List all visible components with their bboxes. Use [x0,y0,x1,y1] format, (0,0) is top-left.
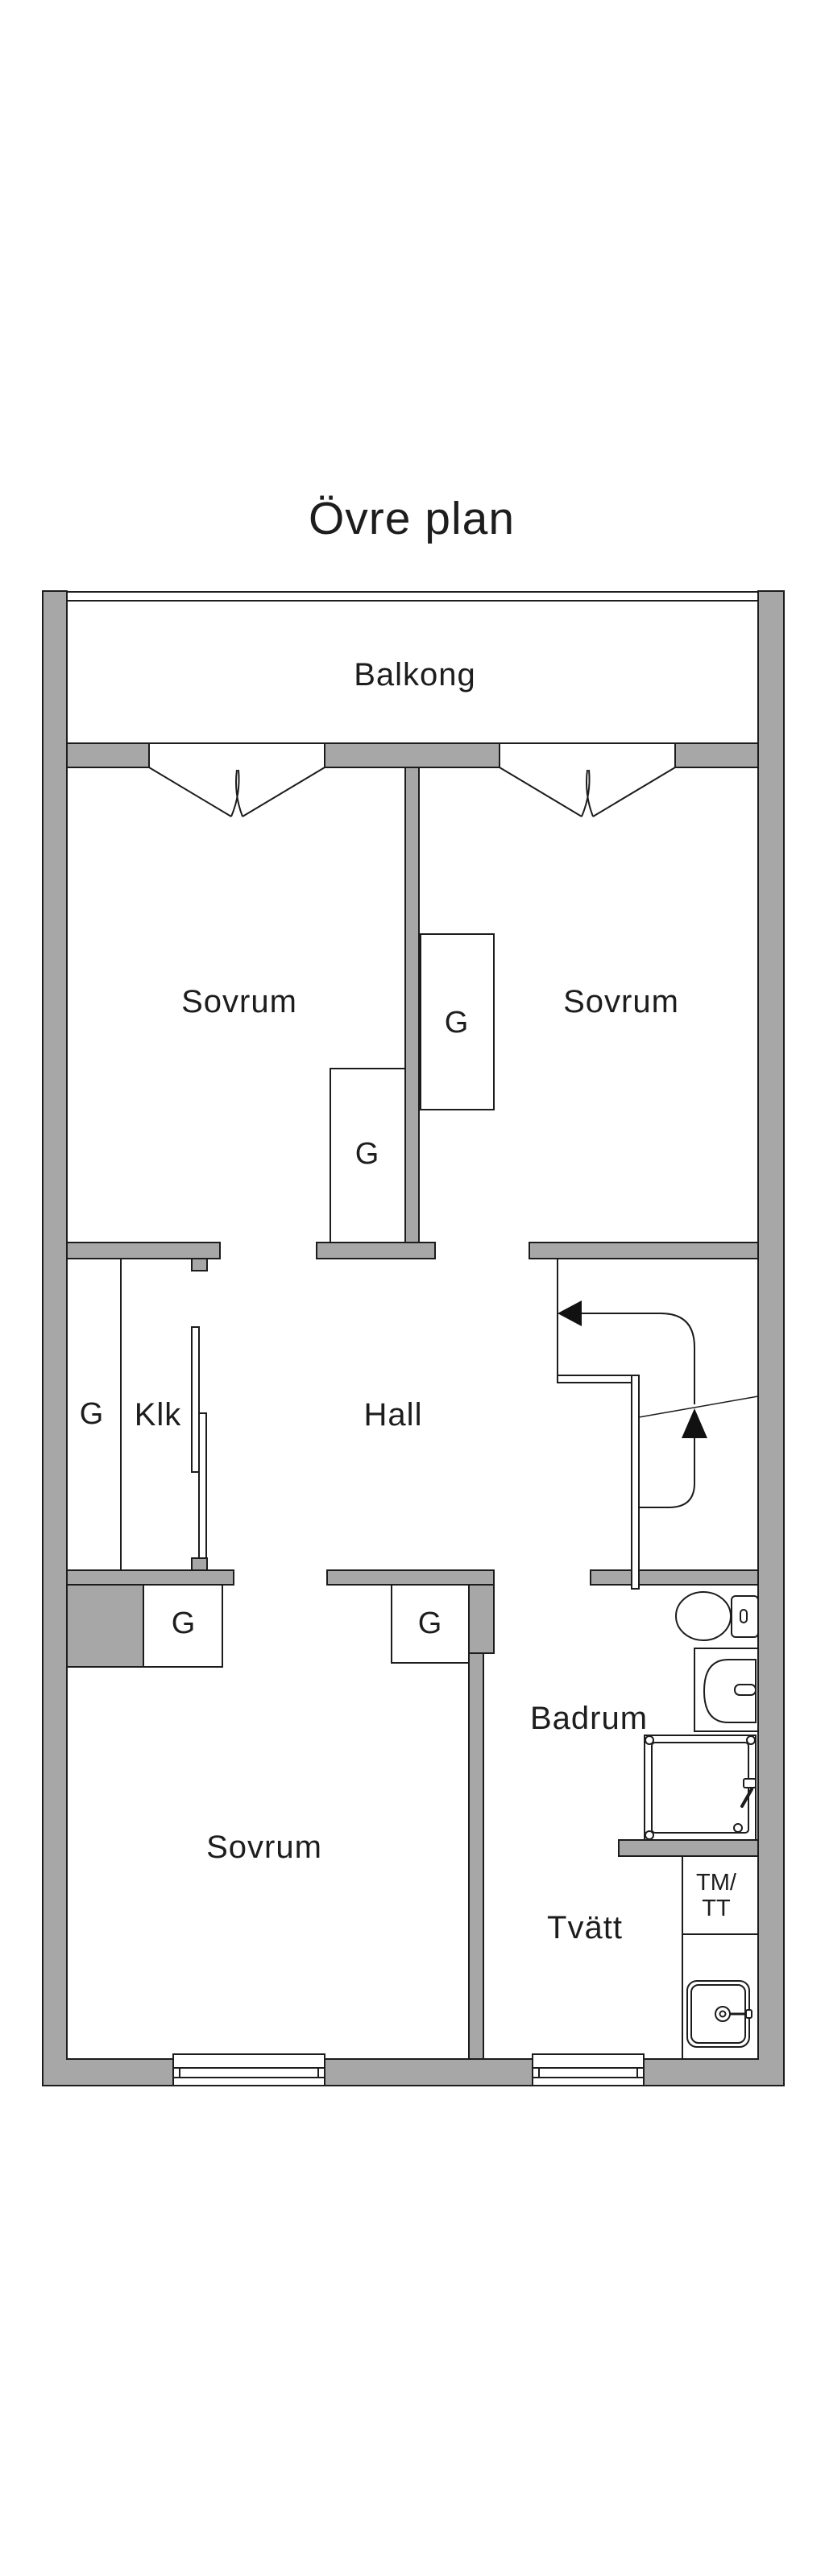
room-label-hall: Hall [363,1397,423,1433]
wardrobe-bottom-right [391,1584,470,1664]
room-label-badrum: Badrum [529,1701,649,1736]
closet-label-g-right-upper: G [444,1006,470,1040]
washer-dryer-label-line2: TT [702,1896,731,1921]
closet-label-g-bottom-left: G [171,1606,197,1641]
shower-fixture [644,1735,757,1841]
room-label-klk: Klk [134,1397,182,1433]
wardrobe-right-upper [420,933,495,1110]
laundry-sink-fixture [686,1980,752,2048]
washer-dryer-label-line1: TM/ [696,1870,736,1896]
bathroom-sink-fixture [694,1648,759,1732]
walls [42,590,785,2086]
closet-label-g-bottom-right: G [417,1606,443,1641]
closet-label-g-klk: G [79,1397,105,1432]
sliding-door [191,1326,207,1559]
washer-dryer-box [682,1855,759,1935]
room-label-sovrum-right: Sovrum [563,984,679,1019]
french-door-right [499,767,676,817]
washer-dryer-label: TM/ TT [696,1870,736,1922]
plan-title: Övre plan [308,493,516,545]
staircase [557,1259,759,1590]
room-label-sovrum-left: Sovrum [181,984,297,1019]
closet-label-g-mid: G [354,1137,380,1172]
french-door-left [148,767,325,817]
wardrobe-bottom-left [143,1584,223,1668]
wardrobe-mid [330,1068,406,1243]
room-label-balkong: Balkong [354,657,476,693]
staircase-up-arrow [682,1408,707,1438]
window-right [532,2053,645,2086]
balcony-railing [66,591,759,602]
room-label-tvatt: Tvätt [547,1910,623,1945]
staircase-exit-arrow [558,1300,582,1326]
window-left [172,2053,325,2086]
room-label-sovrum-bottom: Sovrum [206,1830,322,1865]
toilet-fixture [675,1591,759,1641]
